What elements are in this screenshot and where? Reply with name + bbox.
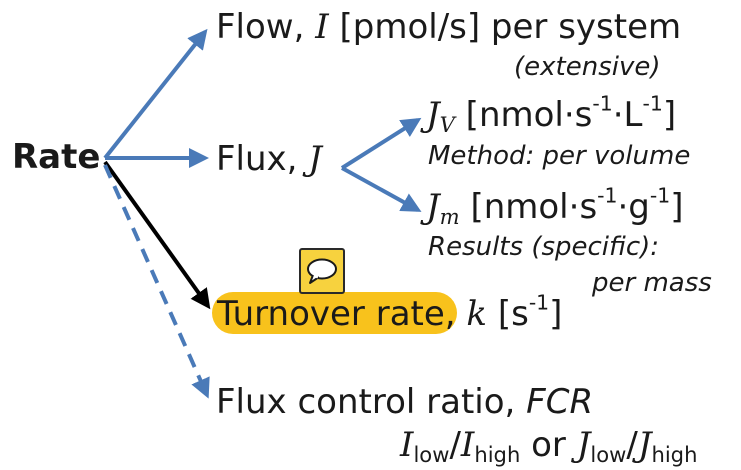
flow-note: (extensive) [514, 52, 661, 82]
arrow-to-flow [103, 28, 208, 160]
jv-label: JV [nmol·s-1·L-1] [426, 91, 677, 137]
turnover-label: Turnover rate, k [s-1] [217, 290, 563, 334]
fcr-formula: Ilow/Ihigh or Jlow/Jhigh [400, 425, 698, 467]
arrow-to-turnover [103, 160, 211, 310]
flow-label: Flow, I [pmol/s] per system [216, 7, 682, 47]
turnover-highlighted-text: Turnover rate [217, 294, 445, 334]
arrow-to-fcr [103, 164, 210, 399]
turnover-highlight [212, 292, 457, 334]
speech-bubble-icon [307, 258, 337, 284]
fcr-label: Flux control ratio, FCR [216, 382, 594, 422]
flux-label: Flux, J [216, 139, 322, 179]
jm-note-1: Results (specific): [428, 232, 660, 262]
comment-button[interactable] [299, 248, 345, 294]
rate-label: Rate [12, 137, 101, 177]
arrow-to-jm [341, 166, 422, 212]
jm-label: Jm [nmol·s-1·g-1] [426, 183, 684, 229]
jm-note-2: per mass [592, 268, 712, 298]
jv-note: Method: per volume [428, 141, 691, 171]
arrow-to-jv [340, 117, 422, 170]
